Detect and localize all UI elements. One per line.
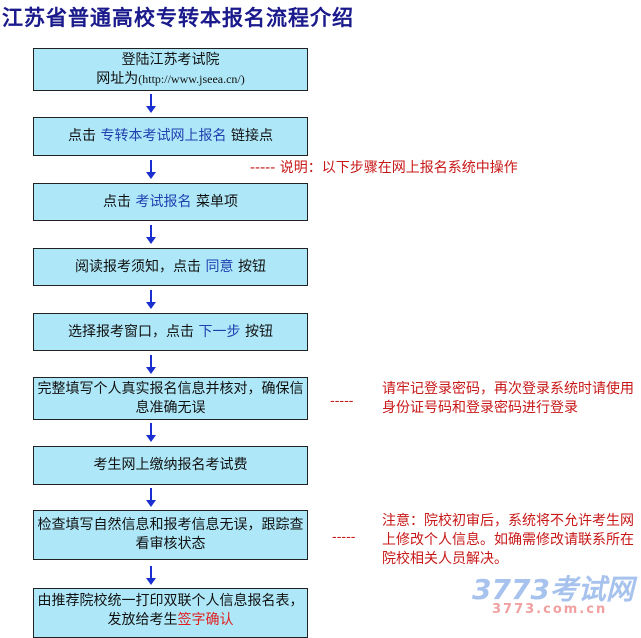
step-4-text-end: 按钮 [233,258,266,275]
step-9-highlight: 签字确认 [177,612,234,628]
step-3-highlight: 考试报名 [135,193,192,210]
step-5-text-end: 按钮 [240,323,273,340]
arrow-down-icon [146,225,156,244]
arrow-down-icon [146,290,156,309]
step-1-line1: 登陆江苏考试院 [121,51,220,68]
step-1-line2: 网址为 [96,70,139,87]
step-1-url[interactable]: (http://www.jseea.cn/) [138,71,245,86]
step-3-box: 点击 考试报名 菜单项 [33,183,308,221]
step-8-box: 检查填写自然信息和报考信息无误，跟踪查看审核状态 [33,510,308,560]
step-4-box: 阅读报考须知，点击 同意 按钮 [33,248,308,286]
step-7-box: 考生网上缴纳报名考试费 [33,446,308,485]
step-9-box: 由推荐院校统一打印双联个人信息报名表，发放给考生签字确认 [33,588,308,638]
step-1-box: 登陆江苏考试院 网址为(http://www.jseea.cn/) [33,48,308,91]
step-5-highlight: 下一步 [198,323,241,340]
step-5-box: 选择报考窗口，点击 下一步 按钮 [33,313,308,351]
arrow-down-icon [146,488,156,507]
watermark-url: 3773.com.cn [492,602,608,617]
note-dash: ----- [332,530,356,545]
step-3-text: 点击 [103,193,136,210]
step-4-text: 阅读报考须知，点击 [75,258,206,275]
arrow-down-icon [146,566,156,585]
step-4-highlight: 同意 [205,258,234,275]
page-title: 江苏省普通高校专转本报名流程介绍 [2,5,354,30]
step-9-text: 由推荐院校统一打印双联个人信息报名表，发放给考生 [37,593,304,628]
arrow-down-icon [146,355,156,374]
step-7-text: 考生网上缴纳报名考试费 [93,457,248,473]
note-dash: ----- [330,394,354,409]
arrow-down-icon [146,423,156,442]
note-review: 注意：院校初审后，系统将不允许考生网上修改个人信息。如确需修改请联系所在院校相关… [382,513,634,567]
step-8-text: 检查填写自然信息和报考信息无误，跟踪查看审核状态 [37,517,304,552]
arrow-down-icon [146,160,156,179]
note-system-operation: ----- 说明：以下步骤在网上报名系统中操作 [250,160,518,176]
watermark-logo: 3773考试网 [472,573,634,606]
step-6-text: 完整填写个人真实报名信息并核对，确保信息准确无误 [37,380,304,416]
step-3-text-end: 菜单项 [191,193,238,210]
step-2-text: 点击 [68,128,101,144]
step-2-text-end: 链接点 [226,128,273,144]
step-5-text: 选择报考窗口，点击 [68,323,199,340]
arrow-down-icon [146,94,156,113]
step-6-box: 完整填写个人真实报名信息并核对，确保信息准确无误 [33,377,308,420]
note-password: 请牢记登录密码，再次登录系统时请使用身份证号码和登录密码进行登录 [382,381,634,416]
step-2-highlight: 专转本考试网上报名 [100,128,227,144]
step-2-box: 点击 专转本考试网上报名 链接点 [33,117,308,156]
